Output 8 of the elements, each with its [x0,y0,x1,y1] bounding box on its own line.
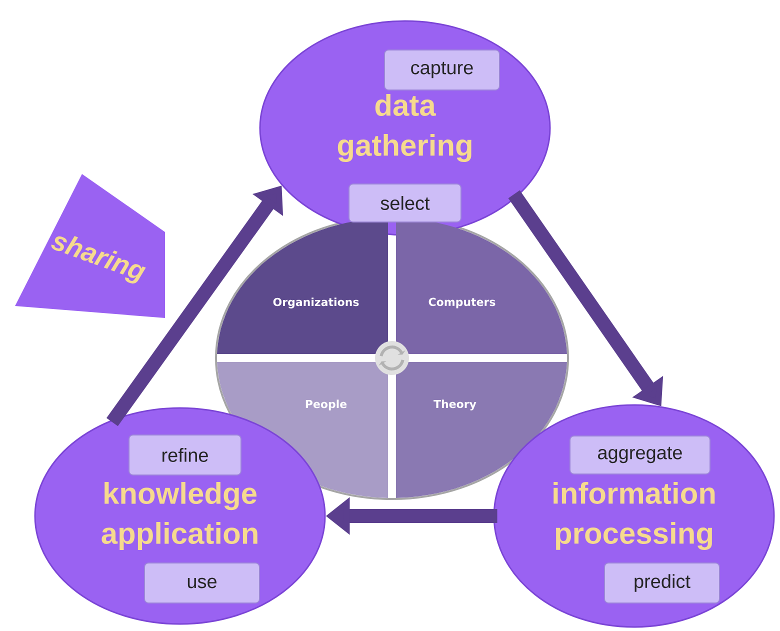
quadrant: Computers [396,218,567,354]
step-tag: capture [384,50,500,90]
step-tag: select [348,184,462,222]
quadrant: Organizations [217,218,388,354]
step-tag: refine [128,434,242,476]
step-tag: predict [604,562,720,604]
step-tag: aggregate [570,436,710,474]
step-tag: use [144,562,260,604]
